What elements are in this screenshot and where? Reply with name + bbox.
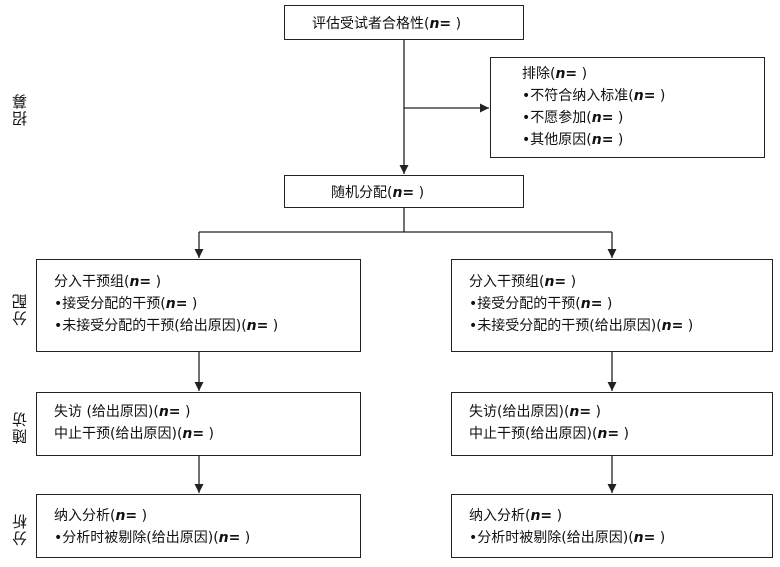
n-label: n= [591, 110, 614, 126]
exclusion-reason: •不愿参加 [522, 110, 587, 126]
exclusion-title: 排除 [522, 66, 550, 82]
phase-label-recruit: 招募 [11, 92, 29, 126]
followup-discontinued: 中止干预(给出原因) [54, 426, 177, 442]
right-followup-box: 失访(给出原因)(n= ) 中止干预(给出原因)(n= ) [451, 392, 773, 456]
exclusion-box: 排除(n= ) •不符合纳入标准(n= ) •不愿参加(n= ) •其他原因(n… [490, 57, 765, 158]
phase-label-followup: 随访 [11, 410, 29, 444]
n-label: n= [661, 318, 684, 334]
n-label: n= [182, 426, 205, 442]
exclusion-reason: •不符合纳入标准 [522, 88, 629, 104]
allocation-item: •未接受分配的干预(给出原因) [469, 318, 657, 334]
allocation-title: 分入干预组 [469, 274, 539, 290]
left-allocation-box: 分入干预组(n= ) •接受分配的干预(n= ) •未接受分配的干预(给出原因)… [36, 259, 361, 352]
n-label: n= [129, 274, 152, 290]
followup-lost: 失访(给出原因) [469, 404, 564, 420]
n-label: n= [569, 404, 592, 420]
phase-label-analysis: 分析 [11, 512, 29, 546]
n-label: n= [246, 318, 269, 334]
n-label: n= [591, 132, 614, 148]
followup-lost: 失访 (给出原因) [54, 404, 154, 420]
n-label: n= [544, 274, 567, 290]
n-label: n= [555, 66, 578, 82]
assess-title: 评估受试者合格性 [312, 16, 424, 32]
left-followup-box: 失访 (给出原因)(n= ) 中止干预(给出原因)(n= ) [36, 392, 361, 456]
analysis-title: 纳入分析 [54, 508, 110, 524]
allocation-title: 分入干预组 [54, 274, 124, 290]
allocation-item: •接受分配的干预 [54, 296, 161, 312]
analysis-excluded: •分析时被剔除(给出原因) [469, 530, 629, 546]
assess-eligibility-box: 评估受试者合格性(n= ) [284, 5, 524, 40]
n-label: n= [633, 88, 656, 104]
exclusion-reason: •其他原因 [522, 132, 587, 148]
n-label: n= [115, 508, 138, 524]
right-allocation-box: 分入干预组(n= ) •接受分配的干预(n= ) •未接受分配的干预(给出原因)… [451, 259, 773, 352]
analysis-title: 纳入分析 [469, 508, 525, 524]
n-label: n= [429, 16, 452, 32]
left-analysis-box: 纳入分析(n= ) •分析时被剔除(给出原因)(n= ) [36, 494, 361, 558]
n-label: n= [530, 508, 553, 524]
randomization-title: 随机分配 [331, 185, 387, 201]
analysis-excluded: •分析时被剔除(给出原因) [54, 530, 214, 546]
n-label: n= [633, 530, 656, 546]
n-label: n= [165, 296, 188, 312]
n-label: n= [218, 530, 241, 546]
n-label: n= [392, 185, 415, 201]
allocation-item: •接受分配的干预 [469, 296, 576, 312]
n-label: n= [158, 404, 181, 420]
n-label: n= [580, 296, 603, 312]
right-analysis-box: 纳入分析(n= ) •分析时被剔除(给出原因)(n= ) [451, 494, 773, 558]
randomization-box: 随机分配(n= ) [284, 175, 524, 208]
n-label: n= [597, 426, 620, 442]
phase-label-allocate: 分配 [11, 292, 29, 326]
followup-discontinued: 中止干预(给出原因) [469, 426, 592, 442]
allocation-item: •未接受分配的干预(给出原因) [54, 318, 242, 334]
